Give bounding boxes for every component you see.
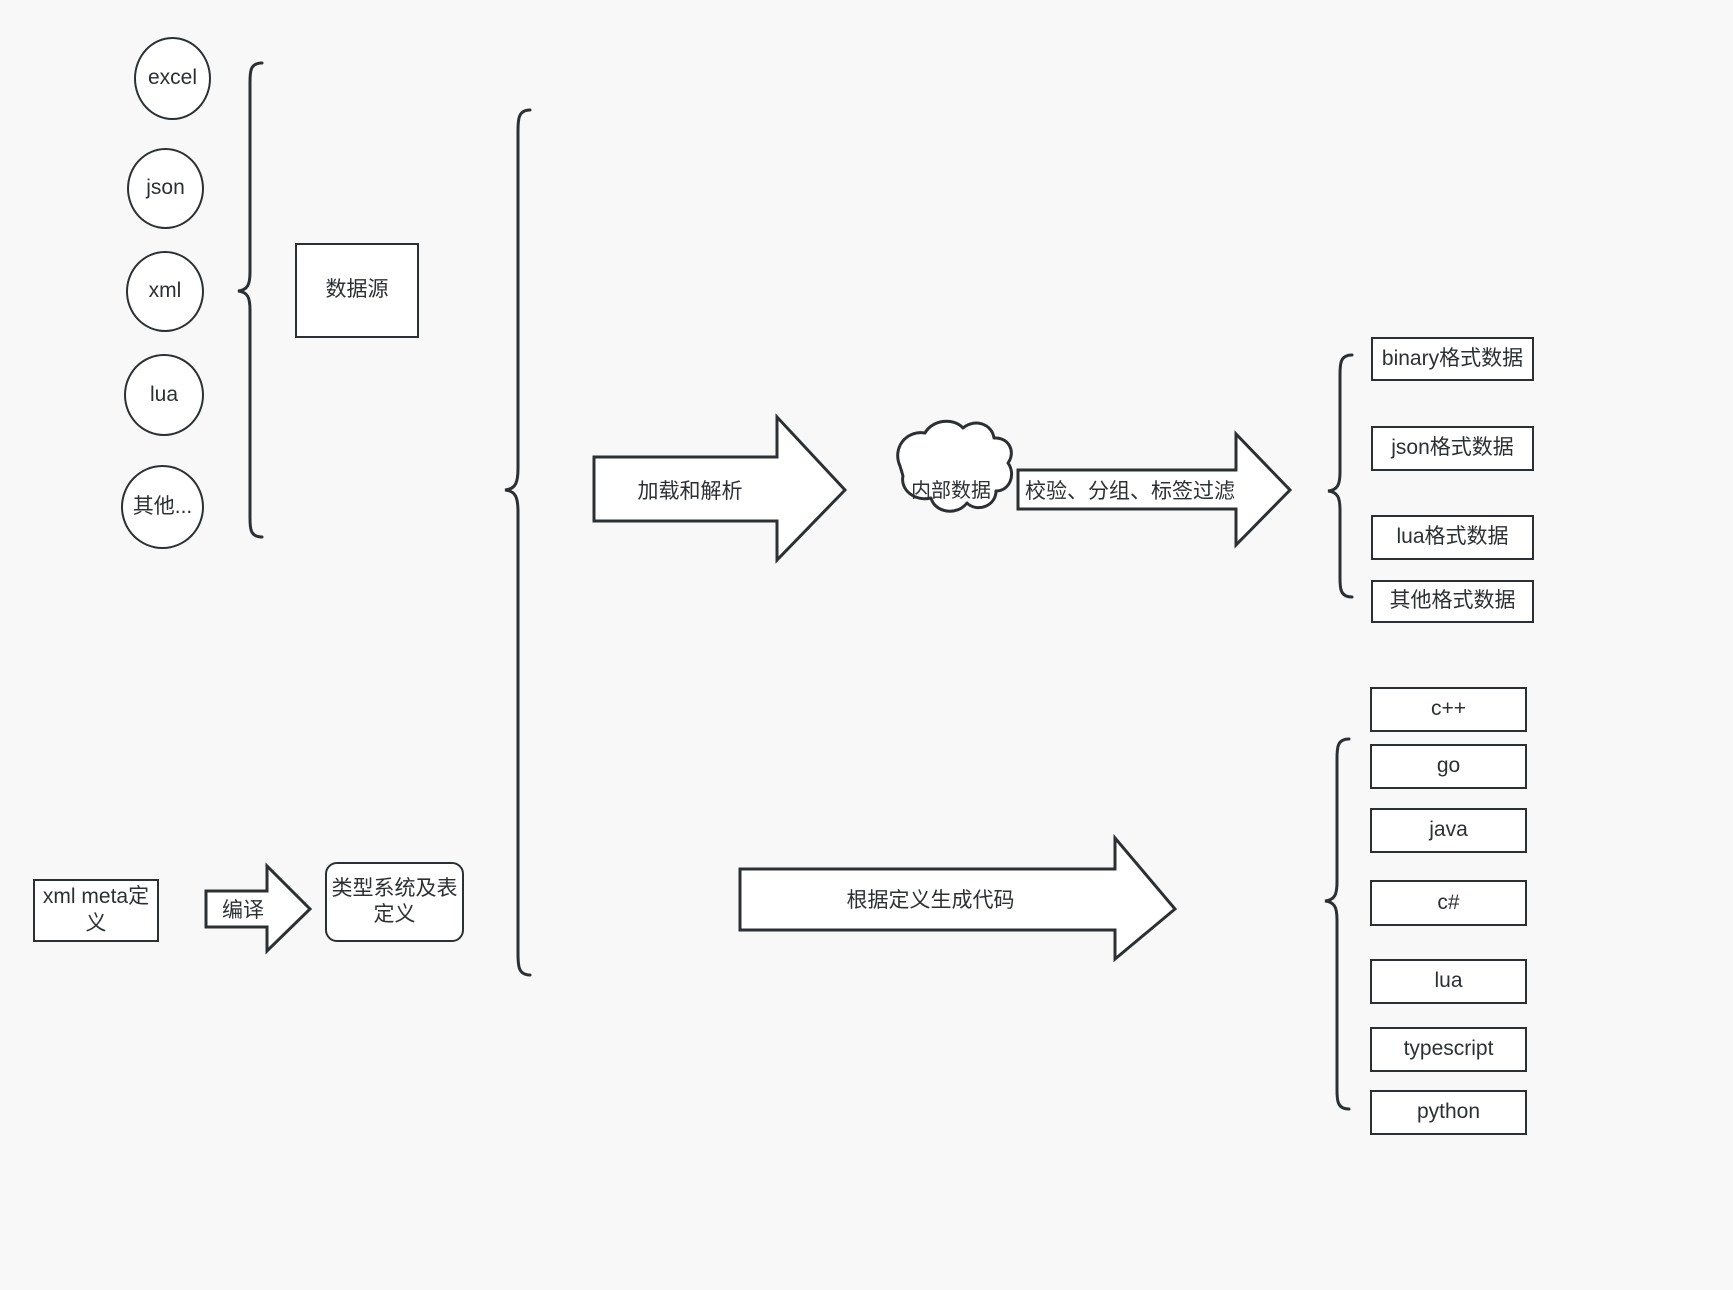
source-node-excel[interactable]: excel [134, 37, 211, 120]
language-label: go [1436, 754, 1461, 778]
output-label: lua格式数据 [1396, 525, 1509, 549]
language-label: typescript [1403, 1037, 1494, 1061]
language-label: java [1429, 818, 1468, 842]
output-box-other[interactable]: 其他格式数据 [1371, 580, 1534, 623]
arrow-generate-code-label: 根据定义生成代码 [846, 889, 1015, 912]
language-box-typescript[interactable]: typescript [1370, 1027, 1527, 1072]
language-box-go[interactable]: go [1370, 744, 1527, 789]
arrow-validate-group-filter [1016, 430, 1293, 549]
brace-output-formats [1327, 353, 1354, 599]
source-label: lua [149, 382, 179, 406]
type-system-box[interactable]: 类型系统及表定义 [325, 862, 464, 942]
arrow-load-parse-label: 加载和解析 [637, 480, 743, 503]
source-label: xml [148, 279, 182, 303]
arrow-compile-label: 编译 [222, 899, 264, 922]
source-label: excel [147, 66, 198, 90]
language-box-csharp[interactable]: c# [1370, 880, 1527, 926]
output-box-json[interactable]: json格式数据 [1371, 426, 1534, 471]
output-label: 其他格式数据 [1389, 589, 1516, 613]
language-label: c++ [1430, 697, 1467, 721]
cloud-internal-data [896, 419, 1013, 513]
datasource-box[interactable]: 数据源 [295, 243, 419, 338]
datasource-label: 数据源 [325, 278, 389, 302]
cloud-internal-data-label: 内部数据 [911, 479, 991, 502]
language-box-java[interactable]: java [1370, 808, 1527, 853]
arrow-generate-code [738, 833, 1178, 963]
brace-pipeline-inputs [504, 108, 532, 977]
source-node-other[interactable]: 其他... [121, 465, 204, 549]
source-node-lua[interactable]: lua [124, 354, 204, 436]
output-box-lua[interactable]: lua格式数据 [1371, 515, 1534, 560]
language-label: lua [1434, 969, 1463, 993]
source-node-xml[interactable]: xml [126, 251, 204, 332]
xml-meta-label: xml meta定义 [42, 885, 150, 935]
brace-languages [1324, 737, 1351, 1111]
output-label: binary格式数据 [1381, 346, 1524, 370]
language-box-lua[interactable]: lua [1370, 959, 1527, 1004]
arrow-compile [204, 862, 313, 955]
language-box-cpp[interactable]: c++ [1370, 687, 1527, 732]
output-box-binary[interactable]: binary格式数据 [1371, 337, 1534, 381]
arrow-load-parse [592, 413, 848, 564]
language-label: c# [1437, 890, 1460, 914]
source-label: 其他... [132, 494, 193, 518]
language-box-python[interactable]: python [1370, 1090, 1527, 1135]
type-system-label: 类型系统及表定义 [331, 876, 458, 926]
arrow-validate-label: 校验、分组、标签过滤 [1025, 480, 1235, 503]
language-label: python [1416, 1100, 1481, 1124]
xml-meta-box[interactable]: xml meta定义 [33, 879, 159, 942]
source-label: json [146, 176, 185, 200]
brace-datasources [237, 61, 264, 539]
output-label: json格式数据 [1391, 436, 1514, 460]
source-node-json[interactable]: json [127, 148, 204, 229]
